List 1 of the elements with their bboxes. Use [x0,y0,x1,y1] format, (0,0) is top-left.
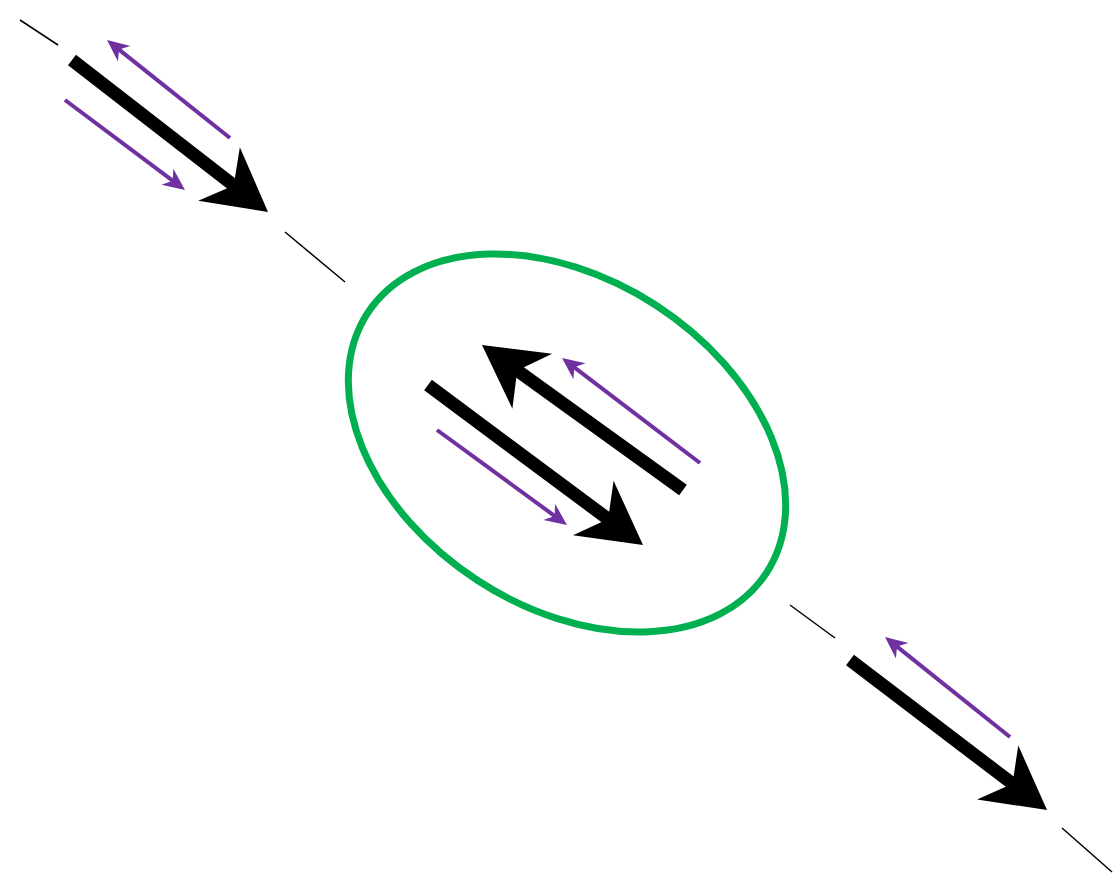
ellipse-outline [344,249,790,637]
